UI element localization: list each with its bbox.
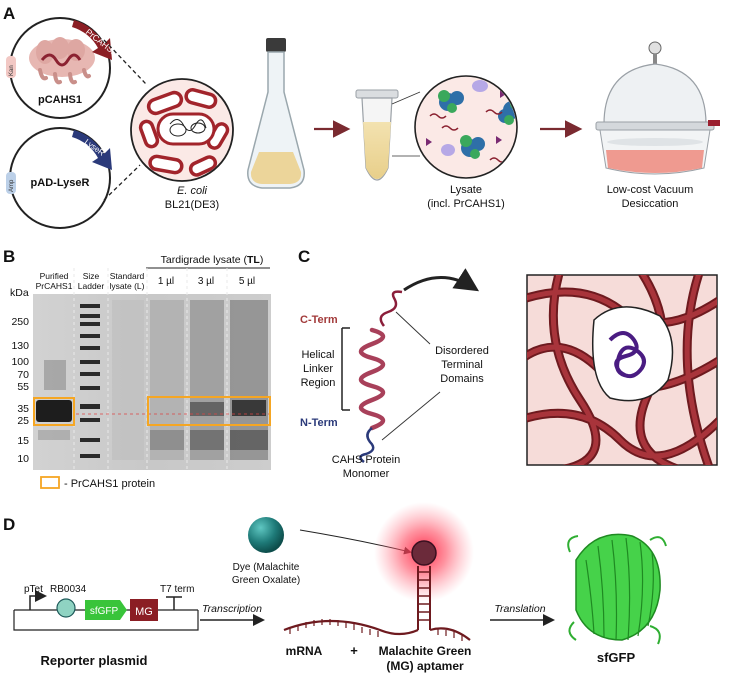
mrna-strand xyxy=(283,619,471,641)
lane-label-ladder: Size xyxy=(83,271,100,281)
ptet-label: pTet xyxy=(24,584,43,595)
desiccator-icon xyxy=(595,41,720,175)
disordered-label-2: Terminal xyxy=(441,359,483,371)
kda-marker-25: 25 xyxy=(17,415,29,427)
cahs-monomer xyxy=(358,290,403,463)
marker-label-kan: Kan xyxy=(9,65,15,76)
lane-label-tl1: 1 µl xyxy=(158,276,174,287)
monomer-label-2: Monomer xyxy=(343,468,390,480)
lane-label-purified: Purified xyxy=(40,271,69,281)
helical-label-3: Region xyxy=(301,377,336,389)
dye-molecule xyxy=(248,517,284,553)
monomer-label: CAHS Protein xyxy=(332,454,400,466)
gel-network xyxy=(526,274,718,466)
mg-box-label: MG xyxy=(135,606,153,618)
tube-icon xyxy=(355,89,399,181)
panel-a-label: A xyxy=(3,4,15,23)
transcription-label: Transcription xyxy=(202,603,262,615)
mrna-label: mRNA xyxy=(286,644,323,658)
flask-icon xyxy=(247,38,305,189)
lysate-sublabel: (incl. PrCAHS1) xyxy=(427,198,505,210)
lane-label-tl5: 5 µl xyxy=(239,276,255,287)
kda-marker-35: 35 xyxy=(17,403,29,415)
desiccation-sublabel: Desiccation xyxy=(622,198,679,210)
ecoli-zoom xyxy=(130,78,234,182)
plasmid-pcahs1: PrCAHS1 Kan pCAHS1 xyxy=(6,17,119,119)
ecoli-species: E. coli xyxy=(177,185,208,197)
aptamer-label-2: (MG) aptamer xyxy=(386,659,464,673)
t7-label: T7 term xyxy=(160,584,194,595)
desiccation-label: Low-cost Vacuum xyxy=(607,184,694,196)
plasmid-name-pcahs1: pCAHS1 xyxy=(38,94,82,106)
rbs-label: RB0034 xyxy=(50,584,87,595)
bound-dye xyxy=(411,540,437,566)
plasmid-padlyser: LyseR Amp pAD-LyseR xyxy=(6,127,112,229)
disordered-label: Disordered xyxy=(435,345,489,357)
kda-marker-70: 70 xyxy=(17,369,29,381)
tardigrade-icon xyxy=(29,37,95,85)
aptamer-label: Malachite Green xyxy=(379,644,472,658)
reporter-construct xyxy=(13,590,199,631)
panel-d-label: D xyxy=(3,515,15,534)
sfgfp-protein-icon xyxy=(567,533,667,645)
sds-page-gel xyxy=(33,268,271,470)
kda-marker-100: 100 xyxy=(11,356,29,368)
lysate-label: Lysate xyxy=(450,184,482,196)
c-term-label: C-Term xyxy=(300,314,338,326)
kda-marker-10: 10 xyxy=(17,453,29,465)
lane-label-purified-2: PrCAHS1 xyxy=(36,281,73,291)
lysate-zoom xyxy=(414,75,518,179)
plus-sign: + xyxy=(350,643,358,658)
plasmid-name-padlyser: pAD-LyseR xyxy=(31,177,90,189)
dye-label: Dye (Malachite xyxy=(233,562,300,573)
tl-group-header: Tardigrade lysate (TL) xyxy=(161,254,264,266)
legend-label: - PrCAHS1 protein xyxy=(64,478,155,490)
helical-label: Helical xyxy=(301,349,334,361)
kda-marker-250: 250 xyxy=(11,316,29,328)
disordered-label-3: Domains xyxy=(440,373,484,385)
n-term-label: N-Term xyxy=(300,417,338,429)
kda-marker-15: 15 xyxy=(17,435,29,447)
lane-label-standard: Standard xyxy=(110,271,145,281)
lane-label-standard-2: lysate (L) xyxy=(110,281,145,291)
lane-label-tl3: 3 µl xyxy=(198,276,214,287)
panel-b-label: B xyxy=(3,247,15,266)
sfgfp-box-label: sfGFP xyxy=(90,606,119,617)
product-label: sfGFP xyxy=(597,650,636,665)
aptamer-hairpin xyxy=(417,566,431,630)
reporter-label: Reporter plasmid xyxy=(41,653,148,668)
kda-label: kDa xyxy=(10,287,29,299)
lane-label-ladder-2: Ladder xyxy=(78,281,105,291)
helical-label-2: Linker xyxy=(303,363,333,375)
ecoli-strain: BL21(DE3) xyxy=(165,199,219,211)
kda-marker-130: 130 xyxy=(11,340,29,352)
marker-label-amp: Amp xyxy=(9,179,15,192)
dye-label-2: Green Oxalate) xyxy=(232,575,300,586)
kda-marker-55: 55 xyxy=(17,381,29,393)
panel-c-label: C xyxy=(298,247,310,266)
legend-swatch xyxy=(40,476,60,489)
translation-label: Translation xyxy=(494,603,545,615)
